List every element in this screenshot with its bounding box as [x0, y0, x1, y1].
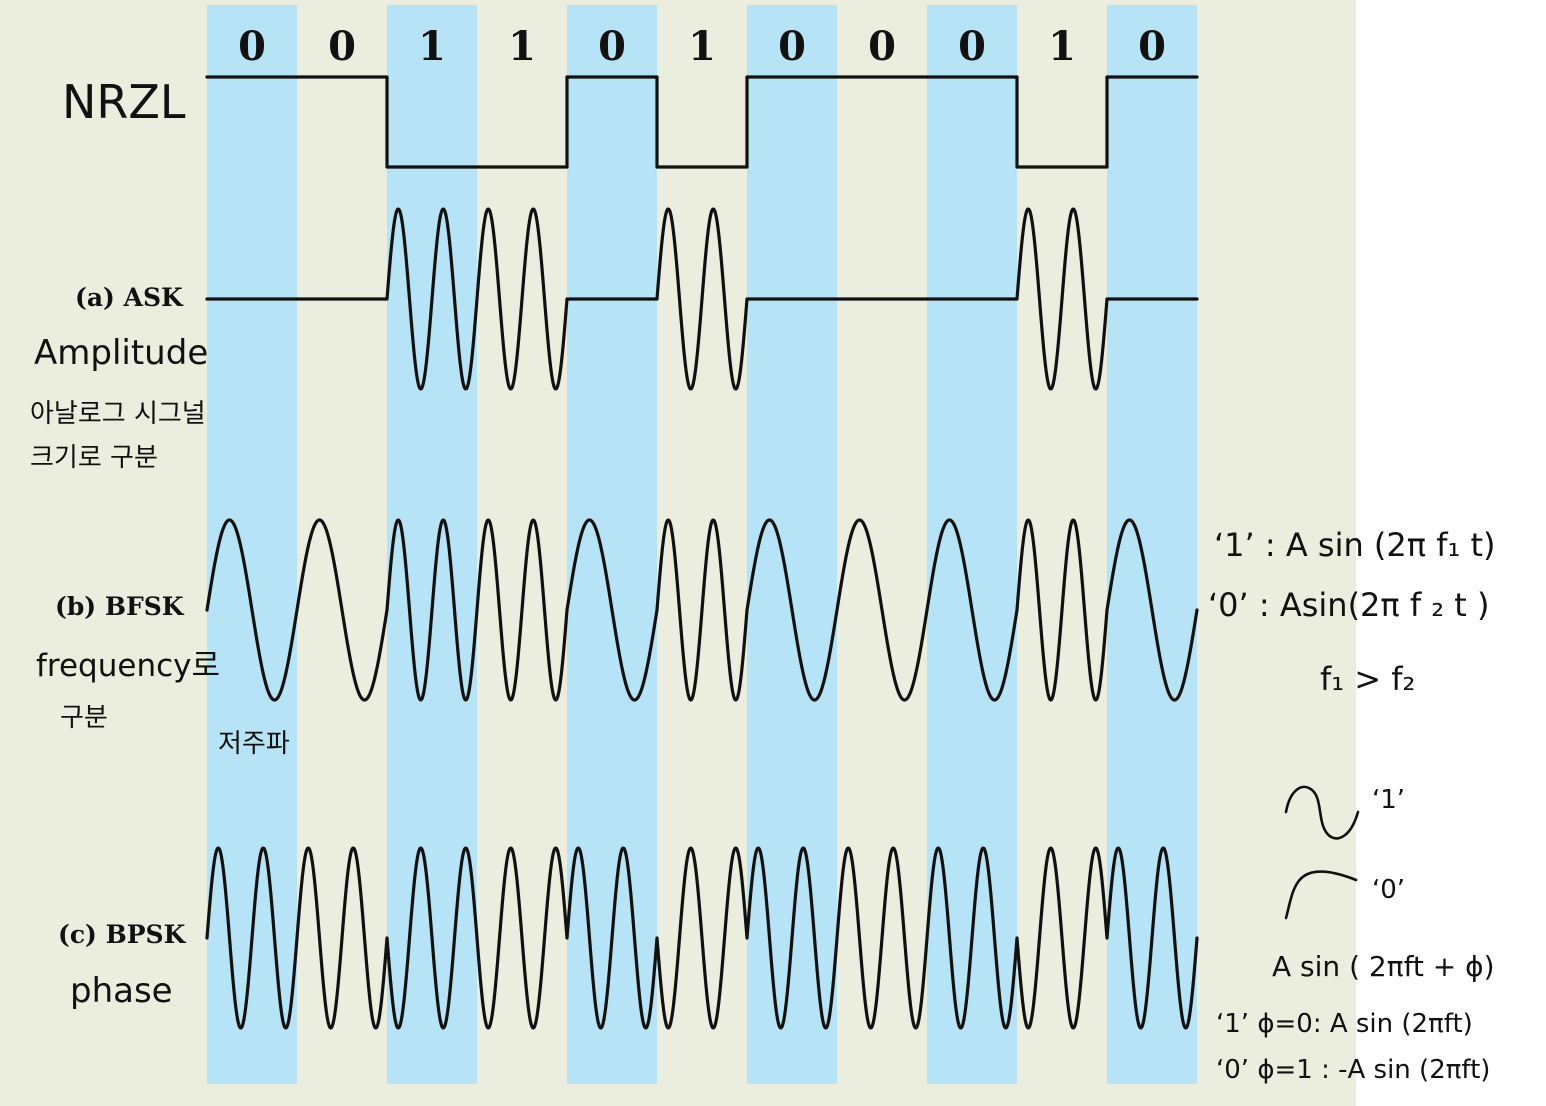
bit-band — [1107, 5, 1197, 1084]
bpsk-formula-one: ‘1’ ϕ=0: A sin (2πft) — [1216, 1009, 1473, 1039]
bit-sequence: 0 0 1 1 0 1 0 0 0 1 0 — [238, 23, 1166, 70]
bfsk-low-frequency-note: 저주파 — [218, 729, 290, 759]
bit-value: 1 — [508, 23, 536, 70]
bit-band — [387, 5, 477, 1084]
ask-label: (a) ASK — [75, 283, 184, 312]
bfsk-formula-zero: ‘0’ : Asin(2π f ₂ t ) — [1208, 586, 1489, 624]
ask-note-distinguish-by-size: 크기로 구분 — [30, 443, 158, 473]
bit-band — [747, 5, 837, 1084]
right-margin-background — [1356, 0, 1546, 1106]
bpsk-note-phase: phase — [70, 971, 173, 1011]
bit-value: 0 — [778, 23, 806, 70]
nrzl-waveform — [205, 75, 1199, 169]
bit-band — [567, 5, 657, 1084]
nrzl-label: NRZL — [62, 75, 186, 129]
bit-value: 1 — [418, 23, 446, 70]
phase-one-sketch-icon — [1284, 785, 1360, 840]
phase-zero-sketch-icon — [1284, 870, 1358, 920]
phase-one-sketch-label: ‘1’ — [1372, 785, 1405, 815]
bpsk-formula-general: A sin ( 2πft + ϕ) — [1272, 950, 1495, 983]
ask-note-amplitude: Amplitude — [34, 333, 208, 373]
bpsk-formula-zero: ‘0’ ϕ=1 : -A sin (2πft) — [1216, 1055, 1490, 1085]
bit-value: 0 — [238, 23, 266, 70]
bit-value: 0 — [1138, 23, 1166, 70]
bit-bands — [207, 5, 1197, 1084]
bfsk-label: (b) BFSK — [55, 592, 185, 621]
bit-value: 1 — [1048, 23, 1076, 70]
bit-value: 0 — [958, 23, 986, 70]
bit-value: 1 — [688, 23, 716, 70]
bfsk-frequency-relation: f₁ > f₂ — [1320, 660, 1415, 698]
phase-zero-sketch-label: ‘0’ — [1372, 875, 1405, 905]
bpsk-waveform — [205, 846, 1199, 1030]
bit-band — [927, 5, 1017, 1084]
bfsk-note-distinguish: 구분 — [60, 703, 108, 733]
ask-note-analog-signal: 아날로그 시그널 — [30, 399, 206, 429]
bit-value: 0 — [598, 23, 626, 70]
bit-value: 0 — [868, 23, 896, 70]
bit-band — [207, 5, 297, 1084]
bfsk-formula-one: ‘1’ : A sin (2π f₁ t) — [1214, 526, 1495, 564]
bpsk-label: (c) BPSK — [58, 920, 187, 949]
bfsk-waveform — [205, 518, 1199, 702]
bit-value: 0 — [328, 23, 356, 70]
ask-waveform — [205, 207, 1199, 391]
bfsk-note-frequency: frequency로 — [36, 648, 220, 684]
